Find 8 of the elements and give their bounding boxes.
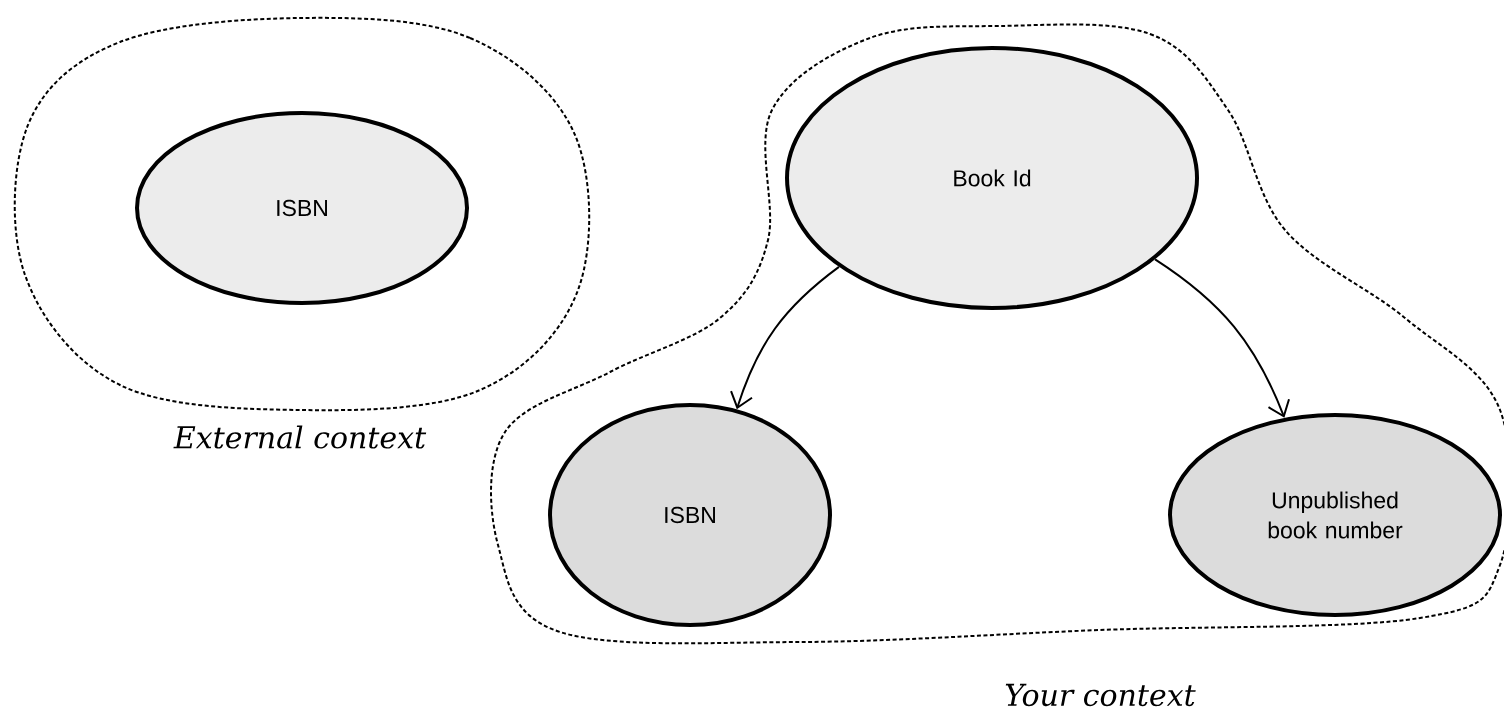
node-label: External context bbox=[173, 425, 427, 449]
ellipse-node: ISBN bbox=[548, 403, 832, 627]
ellipse-node: Book Id bbox=[785, 46, 1199, 310]
ellipse-node: Unpublished book number bbox=[1168, 413, 1502, 617]
node-label: Your context bbox=[1005, 683, 1196, 707]
ellipse-node: ISBN bbox=[135, 111, 469, 305]
arrow bbox=[1154, 258, 1290, 418]
arrow bbox=[730, 265, 840, 410]
